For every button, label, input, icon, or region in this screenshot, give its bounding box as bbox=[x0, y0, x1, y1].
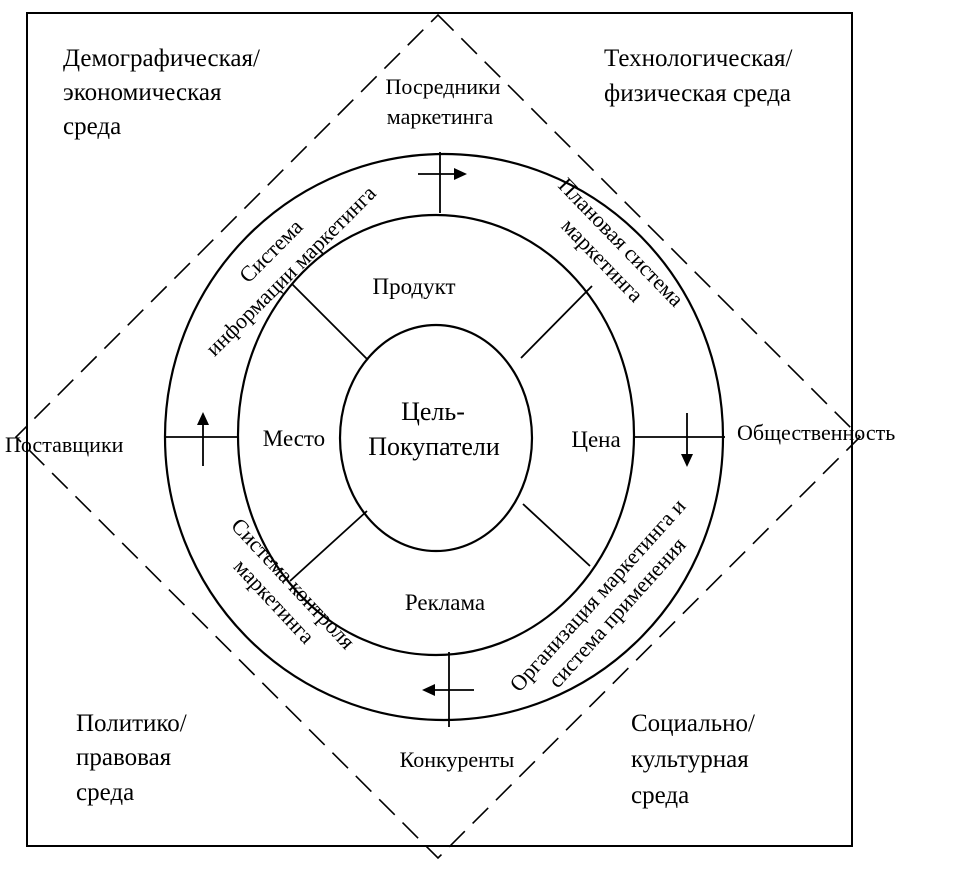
corner-bottom-left-line-2: правовая bbox=[76, 744, 172, 771]
actor-right: Общественность bbox=[737, 420, 895, 445]
corner-top-left-line-1: Демографическая/ bbox=[63, 45, 260, 72]
core-circle bbox=[338, 323, 534, 553]
corner-top-right-line-2: физическая среда bbox=[604, 80, 791, 107]
mix-price: Цена bbox=[571, 427, 620, 452]
corner-bottom-left-line-1: Политико/ bbox=[76, 710, 187, 737]
corner-top-left-line-2: экономическая bbox=[63, 79, 222, 106]
corner-top-right-line-1: Технологическая/ bbox=[604, 45, 792, 72]
actor-bottom: Конкуренты bbox=[400, 747, 515, 772]
outer-frame bbox=[26, 12, 853, 847]
arrow-right-icon bbox=[418, 168, 467, 180]
core-line-1: Цель- bbox=[401, 397, 465, 426]
actor-top-line-2: маркетинга bbox=[387, 104, 494, 129]
arrow-down-icon bbox=[681, 413, 693, 467]
spoke-upper-left bbox=[291, 283, 369, 361]
mix-place: Место bbox=[263, 426, 325, 451]
spoke-lower-right bbox=[522, 503, 591, 567]
corner-bottom-left-line-3: среда bbox=[76, 779, 134, 806]
corner-bottom-right-line-3: среда bbox=[631, 782, 689, 809]
arrow-left-icon bbox=[422, 684, 474, 696]
system-organization-line-1: Организация маркетинга и bbox=[504, 493, 690, 696]
mix-product: Продукт bbox=[372, 274, 455, 299]
corner-bottom-right-line-2: культурная bbox=[631, 746, 749, 773]
arrow-up-icon bbox=[197, 412, 209, 466]
core-line-2: Покупатели bbox=[368, 432, 500, 461]
corner-bottom-right-line-1: Социально/ bbox=[631, 710, 755, 737]
actor-left: Поставщики bbox=[5, 432, 124, 457]
spoke-upper-right bbox=[520, 285, 593, 359]
dashed-diamond bbox=[14, 13, 862, 860]
middle-ring bbox=[236, 213, 636, 657]
corner-top-left-line-3: среда bbox=[63, 113, 121, 140]
system-info-line-2: информации маркетинга bbox=[200, 180, 381, 361]
spoke-lower-left bbox=[289, 510, 368, 582]
actor-top-line-1: Посредники bbox=[386, 74, 501, 99]
mix-promotion: Реклама bbox=[405, 590, 485, 615]
